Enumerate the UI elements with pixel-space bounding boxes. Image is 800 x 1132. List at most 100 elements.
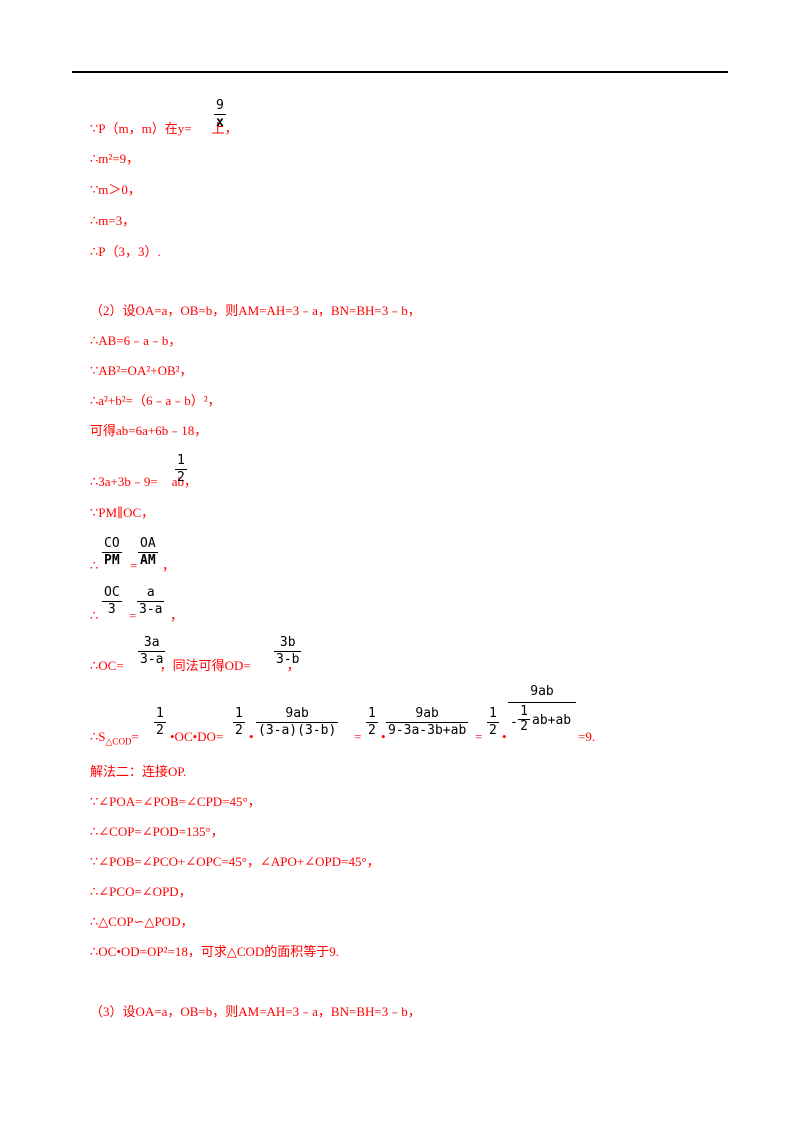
fraction-half-d: 1 2 [487, 706, 499, 739]
numerator: 9ab [530, 684, 554, 699]
text: ∵PM∥OC， [90, 505, 155, 520]
text: ∴△COP∽△POD， [90, 914, 194, 929]
numerator: CO [104, 536, 120, 551]
denominator: (3-a)(3-b) [258, 723, 337, 738]
numerator: 3a [143, 635, 160, 650]
text: ∴m²=9， [90, 151, 140, 166]
line-area-conclusion: ∴OC•OD=OP²=18，可求△COD的面积等于9. [90, 943, 339, 961]
subscript: △COD [105, 736, 132, 747]
minus-sign: - [510, 715, 518, 730]
fraction-oc-3: OC 3 [102, 585, 122, 618]
text: ∴∠PCO=∠OPD， [90, 884, 192, 899]
line-m-equals-3: ∴m=3， [90, 212, 135, 230]
line-part-3-setup: （3）设OA=a，OB=b，则AM=AH=3﹣a，BN=BH=3﹣b， [90, 1003, 421, 1021]
line-pythagoras: ∵AB²=OA²+OB²， [90, 362, 193, 380]
fraction-bar [102, 601, 122, 602]
fraction-half-b: 1 2 [233, 706, 245, 739]
fraction-bar [137, 601, 165, 602]
text: ∴3a+3b﹣9= [90, 474, 158, 489]
fraction-bar [366, 722, 378, 723]
equals-nine: =9. [578, 728, 595, 746]
fraction-one-half: 1 2 [175, 453, 187, 486]
inner-fraction-half: 1 2 [518, 705, 530, 734]
text: ∴AB=6﹣a﹣b， [90, 333, 182, 348]
line-ab-result: 可得ab=6a+6b﹣18， [90, 422, 207, 440]
numerator: 1 [520, 704, 528, 719]
numerator: a [146, 585, 155, 600]
line-p-on-curve: ∵P（m，m）在y=上， [90, 120, 238, 138]
numerator: 1 [368, 706, 376, 721]
text: ∴ [90, 558, 99, 573]
line-angles-135: ∴∠COP=∠POD=135°， [90, 823, 224, 841]
line-area-oc-do: •OC•DO= [170, 728, 223, 746]
denominator: AM [140, 553, 156, 568]
line-parallel: ∵PM∥OC， [90, 504, 154, 522]
text: 解法二：连接OP. [90, 764, 187, 779]
fraction-bar [274, 651, 302, 652]
denominator: 2 [520, 719, 528, 734]
text: ， [162, 558, 176, 573]
fraction-bar [154, 722, 166, 723]
denominator: 3 [107, 602, 116, 617]
text: ， [286, 658, 300, 673]
comma: ， [170, 607, 183, 625]
text: • [502, 729, 507, 744]
text: ∵m＞0， [90, 182, 141, 197]
fraction-bar [214, 114, 226, 115]
denominator: 2 [177, 470, 185, 485]
denominator: 2 [489, 723, 497, 738]
fraction-9-over-x: 9 x [214, 98, 226, 131]
numerator: 1 [235, 706, 243, 721]
denominator: 3-b [276, 652, 300, 667]
fraction-oa-am: OA AM [138, 536, 158, 569]
numerator: 9ab [415, 706, 439, 721]
text: ∴∠COP=∠POD=135°， [90, 824, 224, 839]
line-ratio-co-pm: ∴ [90, 557, 98, 575]
line-similar-triangles: ∴△COP∽△POD， [90, 913, 193, 931]
numerator: 1 [489, 706, 497, 721]
text: ab， [171, 474, 197, 489]
text: ∴P（3，3）. [90, 244, 161, 259]
denominator: 2 [235, 723, 243, 738]
text: = [130, 558, 138, 573]
numerator: 3b [279, 635, 296, 650]
fraction-co-pm: CO PM [102, 536, 122, 569]
equals-sign: = [129, 607, 136, 625]
compound-fraction: 9ab - 1 2 ab+ab [508, 684, 576, 743]
line-angle-equal: ∴∠PCO=∠OPD， [90, 883, 192, 901]
fraction-bar [233, 722, 245, 723]
text: ∴ [90, 608, 99, 623]
text: = [475, 729, 483, 744]
text: ∵P（m，m）在y= [90, 121, 192, 136]
fraction-half-c: 1 2 [366, 706, 378, 739]
line-half-ab: ∴3a+3b﹣9= ab， [90, 473, 197, 491]
text: ∴a²+b²=（6﹣a﹣b）²， [90, 393, 221, 408]
text: ∴OC= [90, 658, 124, 673]
text: 可得ab=6a+6b﹣18， [90, 423, 208, 438]
text: ∴S [90, 729, 106, 744]
fraction-bar [487, 722, 499, 723]
fraction-9ab-product: 9ab (3-a)(3-b) [256, 706, 339, 739]
fraction-3a: 3a 3-a [138, 635, 166, 668]
text: ∵∠POB=∠PCO+∠OPC=45°，∠APO+∠OPD=45°， [90, 854, 380, 869]
text: ∴OC•OD=OP²=18，可求△COD的面积等于9. [90, 944, 340, 959]
text: = [131, 729, 139, 744]
line-angles-45: ∵∠POA=∠POB=∠CPD=45°， [90, 793, 261, 811]
line-oc-od: ∴OC=，同法可得OD=， [90, 657, 300, 675]
numerator: 9 [216, 98, 224, 113]
fraction-bar [518, 719, 530, 720]
text: •OC•DO= [170, 729, 224, 744]
text: ∵∠POA=∠POB=∠CPD=45°， [90, 794, 261, 809]
denominator: 3-a [140, 652, 164, 667]
line-m-squared: ∴m²=9， [90, 150, 139, 168]
equals-sign: = [475, 728, 482, 746]
denominator: 9-3a-3b+ab [388, 723, 467, 738]
numerator: OA [140, 536, 156, 551]
fraction-bar [508, 702, 576, 703]
fraction-3b: 3b 3-b [274, 635, 302, 668]
text: ∴m=3， [90, 213, 136, 228]
line-method-two: 解法二：连接OP. [90, 763, 186, 781]
equals-sign: = [354, 728, 361, 746]
numerator: 9ab [285, 706, 309, 721]
line-ab: ∴AB=6﹣a﹣b， [90, 332, 181, 350]
